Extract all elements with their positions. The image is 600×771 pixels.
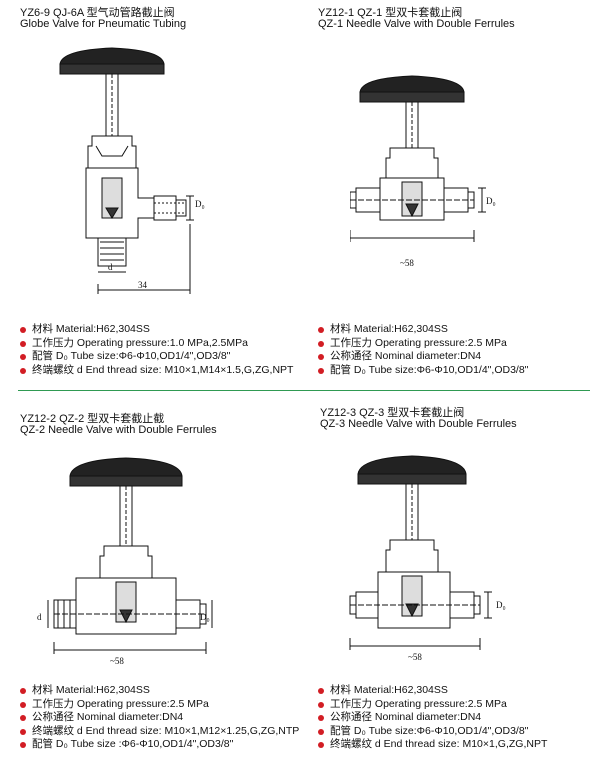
spec-pressure: 工作压力 Operating pressure:1.0 MPa,2.5MPa <box>20 337 293 351</box>
bullet-icon <box>318 728 324 735</box>
dim-d0-label: D₀ <box>200 612 210 622</box>
spec-list: 材料 Material:H62,304SS 工作压力 Operating pre… <box>20 684 299 752</box>
bullet-icon <box>20 354 26 360</box>
spec-tube-size: 配管 D₀ Tube size:Φ6-Φ10,OD1/4",OD3/8" <box>318 364 528 378</box>
valve-drawing-qz2 <box>47 457 213 654</box>
dim-length-label: ~58 <box>400 258 414 268</box>
section-divider <box>18 390 590 391</box>
bullet-icon <box>20 340 26 347</box>
panel-name: QZ-2 Needle Valve with Double Ferrules <box>20 424 217 436</box>
bullet-icon <box>20 688 26 694</box>
panel-name: QZ-1 Needle Valve with Double Ferrules <box>318 18 515 30</box>
dim-length-label: ~58 <box>408 652 422 662</box>
panel-name: Globe Valve for Pneumatic Tubing <box>20 18 187 30</box>
spec-end-thread: 终端螺纹 d End thread size: M10×1,G,ZG,NPT <box>318 738 547 752</box>
bullet-icon <box>20 742 26 748</box>
panel-code: YZ12-1 QZ-1 型双卡套截止阀 <box>318 7 463 19</box>
dim-length-label: ~58 <box>110 656 124 666</box>
bullet-icon <box>318 688 324 694</box>
dim-d0-label: D₀ <box>195 199 205 209</box>
spec-tube-size: 配管 D₀ Tube size:Φ6-Φ10,OD1/4",OD3/8" <box>318 725 547 739</box>
spec-pressure: 工作压力 Operating pressure:2.5 MPa <box>20 698 299 712</box>
bullet-icon <box>20 701 26 708</box>
spec-material: 材料 Material:H62,304SS <box>20 684 299 698</box>
bullet-icon <box>20 715 26 721</box>
valve-drawing-qz3 <box>349 455 492 650</box>
dim-d-label: d <box>37 612 42 622</box>
spec-end-thread: 终端螺纹 d End thread size: M10×1,M12×1.25,G… <box>20 725 299 739</box>
dim-d0-label: D₀ <box>496 600 506 610</box>
panel-code: YZ12-2 QZ-2 型双卡套截止截 <box>20 413 165 425</box>
bullet-icon <box>318 715 324 721</box>
spec-list: 材料 Material:H62,304SS 工作压力 Operating pre… <box>20 323 293 377</box>
bullet-icon <box>318 327 324 333</box>
spec-material: 材料 Material:H62,304SS <box>318 684 547 698</box>
spec-nominal-diameter: 公称通径 Nominal diameter:DN4 <box>20 711 299 725</box>
spec-tube-size: 配管 D₀ Tube size :Φ6-Φ10,OD1/4",OD3/8" <box>20 738 299 752</box>
bullet-icon <box>318 742 324 748</box>
spec-pressure: 工作压力 Operating pressure:2.5 MPa <box>318 337 528 351</box>
spec-end-thread: 终端螺纹 d End thread size: M10×1,M14×1.5,G,… <box>20 364 293 378</box>
spec-nominal-diameter: 公称通径 Nominal diameter:DN4 <box>318 350 528 364</box>
panel-code: YZ12-3 QZ-3 型双卡套截止阀 <box>320 407 465 419</box>
spec-pressure: 工作压力 Operating pressure:2.5 MPa <box>318 698 547 712</box>
spec-nominal-diameter: 公称通径 Nominal diameter:DN4 <box>318 711 547 725</box>
bullet-icon <box>318 354 324 360</box>
valve-drawing-qz1 <box>350 75 486 242</box>
bullet-icon <box>318 701 324 708</box>
spec-tube-size: 配管 D₀ Tube size:Φ6-Φ10,OD1/4",OD3/8" <box>20 350 293 364</box>
valve-drawing-globe <box>59 47 194 294</box>
bullet-icon <box>20 728 26 735</box>
bullet-icon <box>318 340 324 347</box>
dim-d0-label: D₀ <box>486 196 496 206</box>
spec-list: 材料 Material:H62,304SS 工作压力 Operating pre… <box>318 323 528 377</box>
spec-material: 材料 Material:H62,304SS <box>20 323 293 337</box>
spec-list: 材料 Material:H62,304SS 工作压力 Operating pre… <box>318 684 547 752</box>
bullet-icon <box>20 327 26 333</box>
bullet-icon <box>318 367 324 374</box>
spec-material: 材料 Material:H62,304SS <box>318 323 528 337</box>
panel-code: YZ6-9 QJ-6A 型气动管路截止阀 <box>20 7 175 19</box>
dim-d-label: d <box>108 262 113 272</box>
dim-length-label: 34 <box>138 280 147 290</box>
bullet-icon <box>20 367 26 374</box>
panel-name: QZ-3 Needle Valve with Double Ferrules <box>320 418 517 430</box>
